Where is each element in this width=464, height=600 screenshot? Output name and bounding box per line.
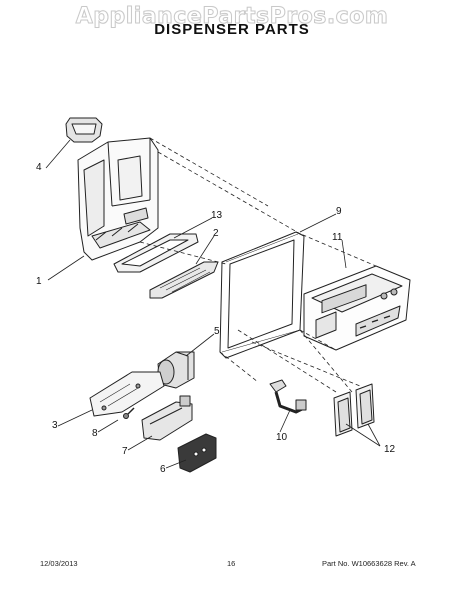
callout-6: 6 xyxy=(160,464,166,475)
footer-part-number: Part No. W10663628 Rev. A xyxy=(322,559,416,568)
part-12-dispenser-pads xyxy=(333,383,375,437)
callout-3: 3 xyxy=(52,420,58,431)
part-2-tray-grille xyxy=(149,261,219,299)
callout-13: 13 xyxy=(211,210,223,221)
part-11-control-panel xyxy=(303,265,411,351)
callout-9: 9 xyxy=(336,206,342,217)
watermark: AppliancePartsPros.com xyxy=(75,4,389,30)
callout-11: 11 xyxy=(332,232,343,243)
callout-1: 1 xyxy=(36,276,42,287)
leader-lines xyxy=(45,139,381,469)
callout-12: 12 xyxy=(384,444,396,455)
part-7-switch-housing xyxy=(141,395,193,441)
callout-8: 8 xyxy=(92,428,98,439)
assembly-lines xyxy=(139,137,377,393)
part-3-mounting-bracket xyxy=(89,371,165,417)
part-6-actuator-cover xyxy=(177,433,217,473)
callout-5: 5 xyxy=(214,326,220,337)
callout-4: 4 xyxy=(36,162,42,173)
part-10-water-fitting xyxy=(269,379,307,414)
part-8-screw xyxy=(123,407,135,419)
part-13-drip-tray xyxy=(113,233,199,273)
part-4-chute-cap xyxy=(65,117,103,143)
footer-page-number: 16 xyxy=(227,559,236,568)
callout-7: 7 xyxy=(122,446,128,457)
page-title: DISPENSER PARTS xyxy=(154,21,310,38)
part-9-gasket-frame xyxy=(219,231,305,359)
part-1-dispenser-housing xyxy=(77,137,159,261)
footer-date: 12/03/2013 xyxy=(40,559,78,568)
callout-10: 10 xyxy=(276,432,288,443)
callout-2: 2 xyxy=(213,228,219,239)
